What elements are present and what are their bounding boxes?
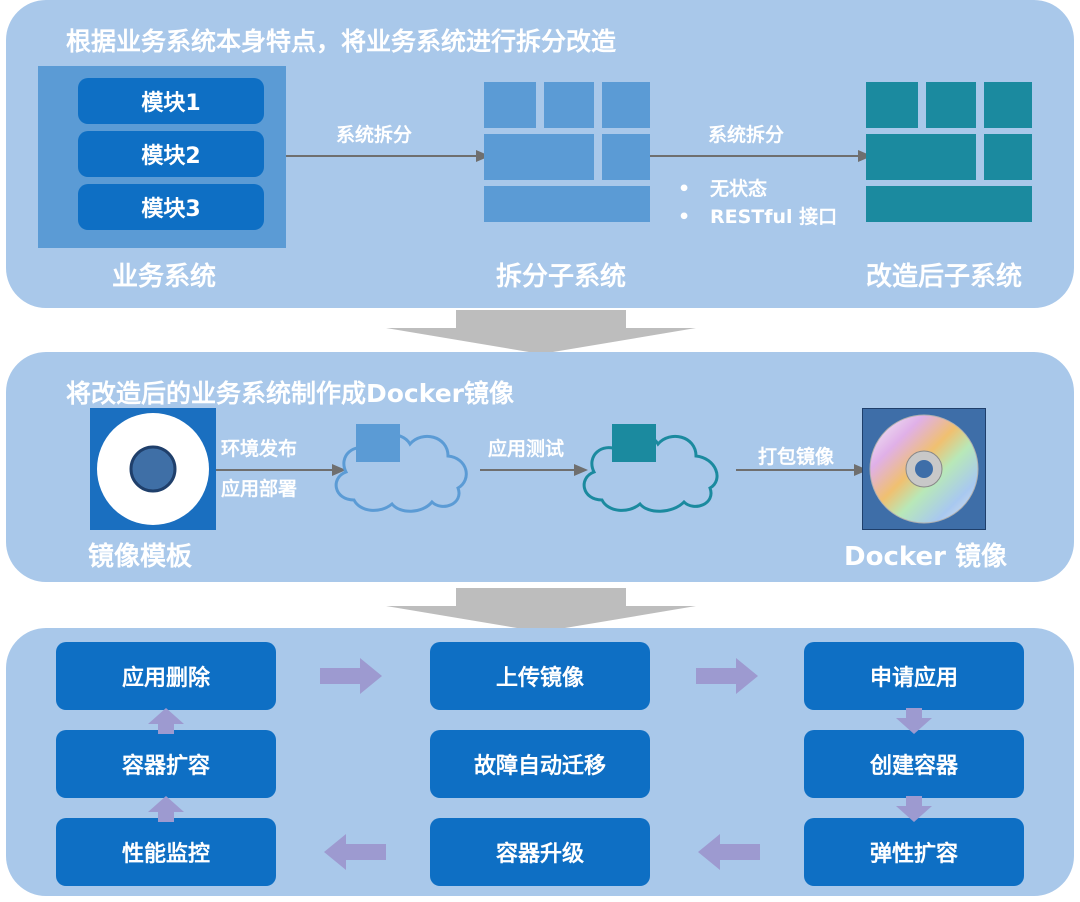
bullet-restful-text: RESTful 接口 [710, 206, 838, 228]
split-block [544, 82, 594, 128]
step-perf-monitor: 性能监控 [56, 818, 276, 886]
label-reformed-subsystem: 改造后子系统 [866, 262, 1023, 292]
step-apply-app: 申请应用 [804, 642, 1024, 710]
panel-lifecycle: 应用删除 上传镜像 申请应用 容器扩容 故障自动迁移 创建容器 性能监控 容器升… [6, 628, 1074, 896]
step-container-upgrade: 容器升级 [430, 818, 650, 886]
dvd-disc-icon [862, 408, 986, 530]
left-arrow-icon [324, 834, 386, 870]
arrow-icon [650, 150, 872, 162]
left-arrow-icon [698, 834, 760, 870]
split-block [602, 134, 650, 180]
right-arrow-icon [320, 658, 382, 694]
module-2: 模块2 [78, 131, 264, 177]
label-business-system: 业务系统 [112, 262, 217, 292]
step-app-delete: 应用删除 [56, 642, 276, 710]
module-1: 模块1 [78, 78, 264, 124]
split-block [484, 82, 536, 128]
label-docker-image: Docker 镜像 [844, 542, 1007, 572]
step-container-scale: 容器扩容 [56, 730, 276, 798]
bullet-stateless: • 无状态 [678, 178, 768, 200]
label-image-template: 镜像模板 [88, 542, 193, 572]
panel1-title: 根据业务系统本身特点，将业务系统进行拆分改造 [66, 27, 617, 56]
down-arrow-icon [386, 310, 696, 354]
step-upload-image: 上传镜像 [430, 642, 650, 710]
split-block [484, 186, 650, 222]
edge-label-deploy-2: 应用部署 [221, 478, 298, 500]
disc-template-icon [90, 408, 216, 530]
up-arrow-icon [148, 708, 184, 734]
reformed-block [866, 134, 976, 180]
bullet-restful: • RESTful 接口 [678, 206, 838, 228]
module-3: 模块3 [78, 184, 264, 230]
reformed-block [866, 82, 918, 128]
arrow-icon [736, 464, 868, 476]
cloud-icon [334, 424, 468, 513]
step-elastic-scale: 弹性扩容 [804, 818, 1024, 886]
split-block [484, 134, 594, 180]
edge-label-split-1: 系统拆分 [336, 124, 413, 146]
edge-label-test: 应用测试 [488, 438, 565, 460]
down-arrow-icon [896, 708, 932, 734]
step-create-container: 创建容器 [804, 730, 1024, 798]
reformed-block [984, 134, 1032, 180]
panel2-title: 将改造后的业务系统制作成Docker镜像 [66, 379, 514, 408]
edge-label-deploy-1: 环境发布 [221, 438, 298, 460]
arrow-icon [216, 464, 346, 476]
edge-label-package: 打包镜像 [758, 446, 835, 468]
panel-docker-image: 将改造后的业务系统制作成Docker镜像 镜像模板 环境发布 应用部署 应用测试… [6, 352, 1074, 582]
label-split-subsystem: 拆分子系统 [496, 262, 627, 292]
bullet-stateless-text: 无状态 [710, 178, 768, 200]
arrow-icon [286, 150, 490, 162]
arrow-icon [480, 464, 588, 476]
up-arrow-icon [148, 796, 184, 822]
step-fault-migrate: 故障自动迁移 [430, 730, 650, 798]
panel-split-system: 根据业务系统本身特点，将业务系统进行拆分改造 模块1 模块2 模块3 业务系统 … [6, 0, 1074, 308]
cloud-icon [582, 424, 719, 513]
right-arrow-icon [696, 658, 758, 694]
reformed-block [926, 82, 976, 128]
split-block [602, 82, 650, 128]
down-arrow-icon [896, 796, 932, 822]
reformed-block [866, 186, 1032, 222]
reformed-block [984, 82, 1032, 128]
down-arrow-icon [386, 588, 696, 632]
edge-label-split-2: 系统拆分 [708, 124, 785, 146]
